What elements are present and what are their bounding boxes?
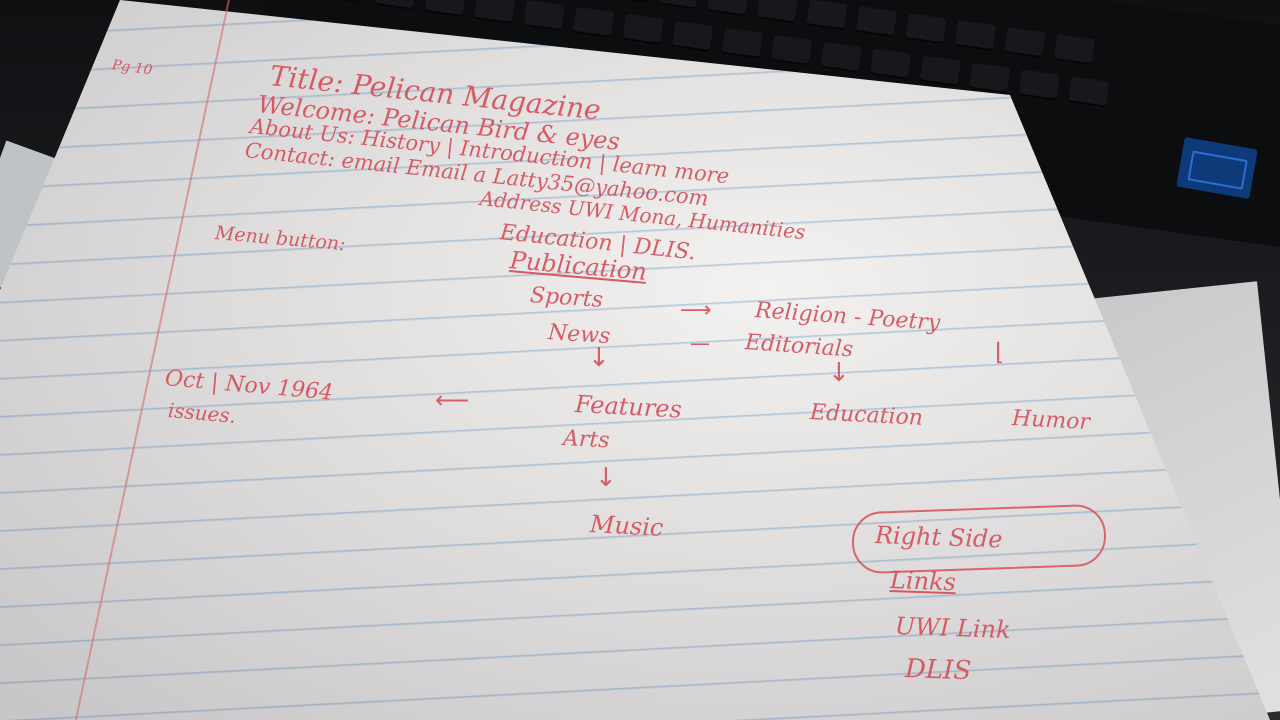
note-right-side: Right Side: [874, 521, 1003, 554]
note-features: Features: [574, 390, 683, 424]
arrow-down-icon: ↓: [828, 358, 850, 388]
note-humor: Humor: [1011, 406, 1091, 436]
corner-arrow-icon: ⌊: [995, 338, 1005, 366]
note-issues-line2: issues.: [166, 398, 238, 428]
arrow-left-icon: ⟵: [435, 386, 470, 414]
arrow-down-icon: ↓: [595, 463, 617, 493]
note-sports: Sports: [529, 283, 604, 314]
note-uwi-link: UWI Link: [894, 612, 1012, 645]
note-links: Links: [889, 566, 957, 597]
note-arts: Arts: [562, 426, 611, 454]
note-education-item: Education: [809, 400, 924, 431]
dash-line-icon: —: [690, 331, 710, 355]
note-dlis: DLIS: [904, 654, 972, 687]
note-music: Music: [589, 510, 665, 542]
arrow-right-icon: ⟶: [680, 298, 712, 323]
arrow-down-icon: ↓: [588, 343, 610, 373]
